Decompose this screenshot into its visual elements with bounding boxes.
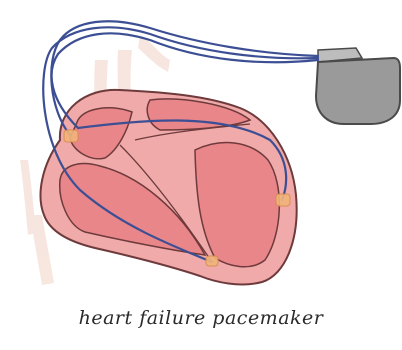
- figure-caption: heart failure pacemaker: [0, 307, 402, 329]
- pulse-generator: [316, 48, 400, 124]
- device-body: [316, 58, 400, 124]
- atrial-electrode-tip: [64, 130, 78, 142]
- lv-electrode-tip: [276, 194, 290, 206]
- pacemaker-diagram: [0, 0, 402, 300]
- rv-electrode-tip: [206, 256, 218, 266]
